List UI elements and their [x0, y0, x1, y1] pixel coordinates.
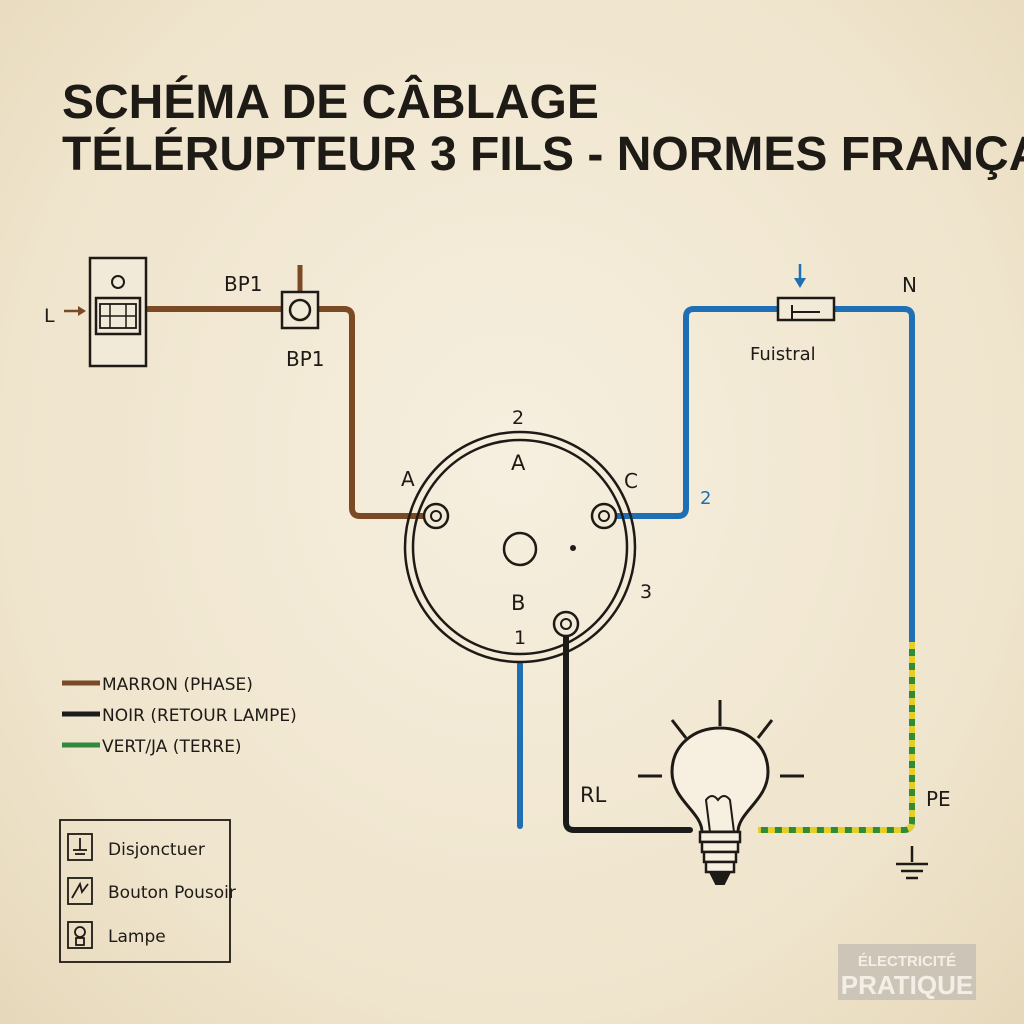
- lamp-symbol-icon: [67, 921, 93, 949]
- terminal-c: [590, 502, 618, 530]
- watermark-line-2: PRATIQUE: [841, 970, 973, 1000]
- legend-lamp-label: Lampe: [108, 927, 166, 947]
- symbol-legend: Disjonctuer Bouton Pousoir Lampe: [59, 819, 236, 963]
- earth-label: PE: [926, 787, 951, 811]
- fuse-label: Fuistral: [750, 344, 816, 365]
- remote-switch-relay: [403, 430, 637, 664]
- title-line-1: SCHÉMA DE CÂBLAGE: [62, 74, 599, 129]
- legend-push-button-label: Bouton Pousoir: [108, 883, 236, 903]
- bp1-label-top: BP1: [224, 272, 263, 296]
- breaker-icon: [88, 256, 148, 368]
- earth-wire-green: [758, 642, 915, 833]
- neutral-label: N: [902, 273, 917, 297]
- bp1-label-bottom: BP1: [286, 347, 325, 371]
- phase-arrow-icon: [64, 306, 86, 316]
- phase-wire: [145, 306, 433, 519]
- push-button-symbol-icon: [67, 877, 93, 905]
- title-line-2: TÉLÉRUPTEUR 3 FILS - NORMES FRANÇAISES: [62, 127, 1024, 181]
- watermark-line-1: ÉLECTRICITÉ: [858, 953, 956, 970]
- push-button-bp1: [280, 290, 320, 330]
- terminal-b-label: B: [511, 591, 525, 615]
- relay-number-1: 1: [514, 627, 526, 649]
- relay-number-2: 2: [512, 407, 524, 429]
- wire-legend: MARRON (PHASE) NOIR (RETOUR LAMPE) VERT/…: [62, 675, 297, 757]
- phase-label: L: [44, 305, 55, 327]
- relay-number-3: 3: [640, 581, 652, 603]
- legend-label-earth: VERT/JA (TERRE): [102, 737, 242, 757]
- terminal-b: [552, 610, 580, 638]
- terminal-c-label: C: [624, 469, 638, 493]
- return-lamp-wire: [563, 623, 693, 833]
- ground-symbol-icon: [896, 846, 928, 880]
- fuse-icon: [776, 296, 836, 322]
- watermark-logo: ÉLECTRICITÉ PRATIQUE: [838, 944, 976, 1000]
- light-bulb-icon: [638, 700, 804, 885]
- terminal-a: [422, 502, 450, 530]
- legend-label-phase: MARRON (PHASE): [102, 675, 253, 695]
- return-lamp-label: RL: [580, 783, 607, 807]
- relay-inner-a-label: A: [511, 451, 526, 475]
- breaker-symbol-icon: [67, 833, 93, 861]
- earth-wire-yellow: [758, 642, 915, 833]
- terminal-a-label: A: [401, 467, 415, 491]
- legend-breaker-label: Disjonctuer: [108, 840, 205, 860]
- fuse-arrow-icon: [794, 264, 806, 288]
- neutral-wire: [605, 306, 915, 645]
- legend-label-return: NOIR (RETOUR LAMPE): [102, 706, 297, 726]
- wire-number-2: 2: [700, 488, 711, 509]
